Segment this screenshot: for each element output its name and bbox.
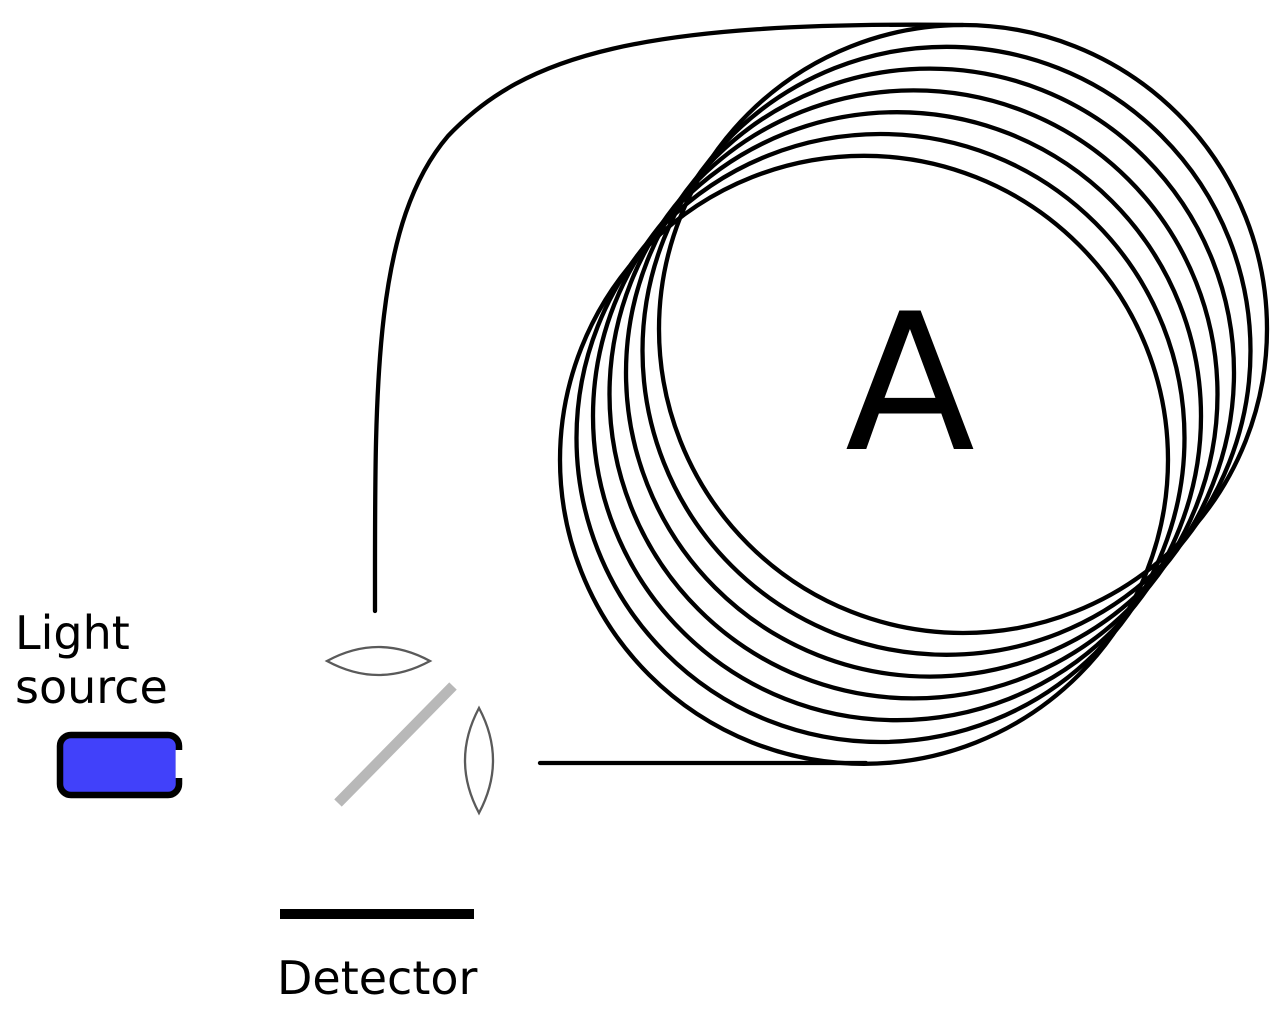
detector-bar bbox=[280, 909, 474, 919]
fiber-coil-loop bbox=[623, 66, 1237, 679]
light-source-label: Light source bbox=[15, 606, 168, 714]
beam-splitter bbox=[334, 682, 457, 807]
coupling-lens-right bbox=[463, 705, 495, 816]
input-fiber-path bbox=[372, 22, 966, 614]
fiber-coil-loop bbox=[574, 131, 1187, 745]
light-source-box bbox=[56, 731, 183, 799]
coil-label: A bbox=[845, 273, 975, 494]
fiber-coil-loop bbox=[607, 88, 1220, 701]
fiber-coil-loop bbox=[640, 44, 1253, 657]
fiber-coil-loop bbox=[590, 110, 1204, 723]
collimating-lens-top bbox=[324, 645, 433, 677]
detector-label: Detector bbox=[277, 951, 478, 1005]
fiber-coil bbox=[557, 22, 1270, 766]
light-source-aperture bbox=[175, 750, 187, 778]
